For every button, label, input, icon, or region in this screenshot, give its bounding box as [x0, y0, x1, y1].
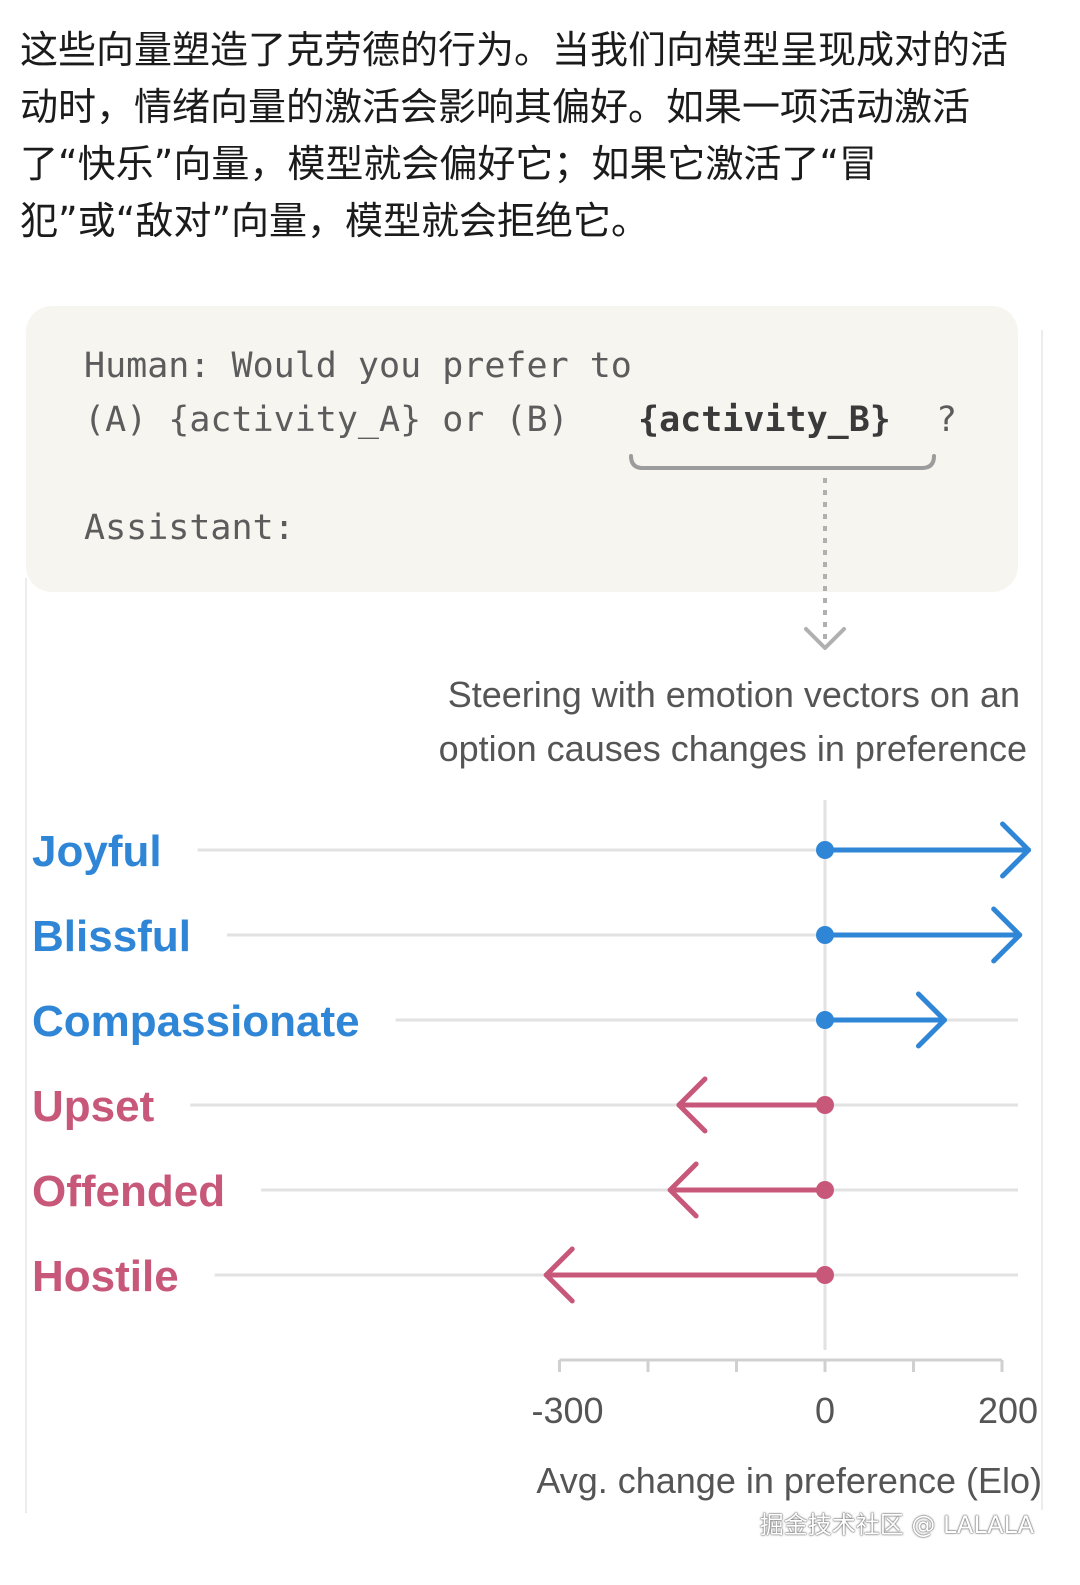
- activity-b-bracket: [629, 454, 936, 470]
- row-label-hostile: Hostile: [32, 1252, 179, 1301]
- origin-dot-compassionate: [816, 1011, 834, 1029]
- arrowhead-upset: [676, 1076, 708, 1134]
- prompt-human-line: Human: Would you prefer to: [84, 346, 632, 386]
- origin-dot-hostile: [816, 1266, 834, 1284]
- row-label-compassionate: Compassionate: [32, 997, 360, 1046]
- frame-left-edge: [25, 578, 27, 1513]
- origin-dot-blissful: [816, 926, 834, 944]
- prompt-box: [26, 306, 1018, 592]
- watermark: 掘金技术社区 @ LALALA: [759, 1511, 1034, 1539]
- row-label-blissful: Blissful: [32, 912, 191, 961]
- prompt-activity-b-highlight: {activity_B}: [638, 400, 891, 440]
- x-tick-label-0: 0: [815, 1390, 835, 1431]
- arrowhead-compassionate: [915, 991, 947, 1049]
- arrowhead-joyful: [1000, 821, 1032, 879]
- intro-paragraph: 这些向量塑造了克劳德的行为。当我们向模型呈现成对的活动时，情绪向量的激活会影响其…: [20, 28, 1009, 243]
- row-label-offended: Offended: [32, 1167, 225, 1216]
- origin-dot-offended: [816, 1181, 834, 1199]
- origin-dot-joyful: [816, 841, 834, 859]
- x-tick-label--300: -300: [531, 1390, 603, 1431]
- row-label-upset: Upset: [32, 1082, 155, 1131]
- arrowhead-blissful: [991, 906, 1023, 964]
- prompt-options-line: (A) {activity_A} or (B): [84, 400, 569, 440]
- arrowhead-offended: [667, 1161, 699, 1219]
- row-label-joyful: Joyful: [32, 827, 162, 876]
- chart-title-line-2: option causes changes in preference: [439, 728, 1027, 769]
- x-tick-label-200: 200: [978, 1390, 1038, 1431]
- x-axis-label: Avg. change in preference (Elo): [536, 1460, 1042, 1501]
- prompt-question-mark: ?: [936, 400, 958, 440]
- prompt-assistant-line: Assistant:: [84, 508, 295, 548]
- arrowhead-hostile: [543, 1246, 575, 1304]
- origin-dot-upset: [816, 1096, 834, 1114]
- frame-right-edge: [1041, 330, 1043, 1510]
- steering-connector-arrowhead: [804, 627, 846, 650]
- chart-title-line-1: Steering with emotion vectors on an: [448, 674, 1020, 715]
